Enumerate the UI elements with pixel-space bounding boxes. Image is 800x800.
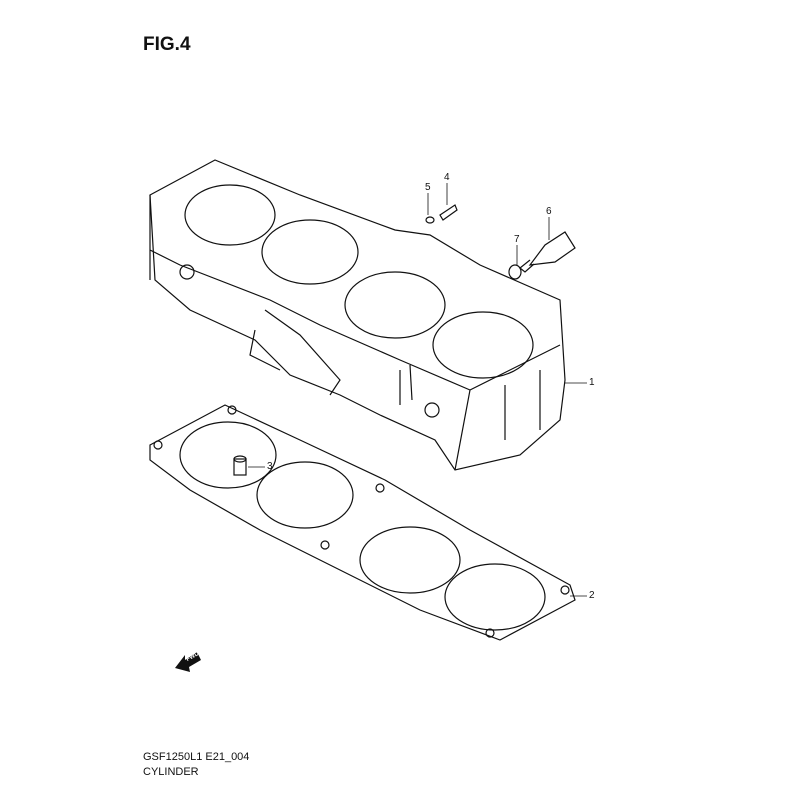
callout-7[interactable]: 7: [514, 234, 520, 245]
figure-title: FIG.4: [143, 34, 191, 55]
callout-4[interactable]: 4: [444, 172, 450, 183]
callout-6[interactable]: 6: [546, 206, 552, 217]
leader-lines: [248, 183, 587, 597]
cylinder-gasket[interactable]: [149, 404, 576, 641]
temperature-sensor-part-6[interactable]: [519, 231, 576, 273]
cylinder-block[interactable]: [149, 159, 566, 471]
callout-3[interactable]: 3: [267, 461, 273, 472]
dowel-pin[interactable]: [233, 455, 247, 476]
callout-2[interactable]: 2: [589, 590, 595, 601]
callout-1[interactable]: 1: [589, 377, 595, 388]
callout-5[interactable]: 5: [425, 182, 431, 193]
part-group-name: CYLINDER: [143, 766, 199, 778]
model-code: GSF1250L1 E21_004: [143, 751, 250, 763]
washer-part-5[interactable]: [425, 216, 435, 224]
gasket-washer-part-7[interactable]: [508, 264, 522, 280]
forward-direction-icon: [175, 652, 201, 672]
plug-part-4[interactable]: [439, 204, 458, 221]
